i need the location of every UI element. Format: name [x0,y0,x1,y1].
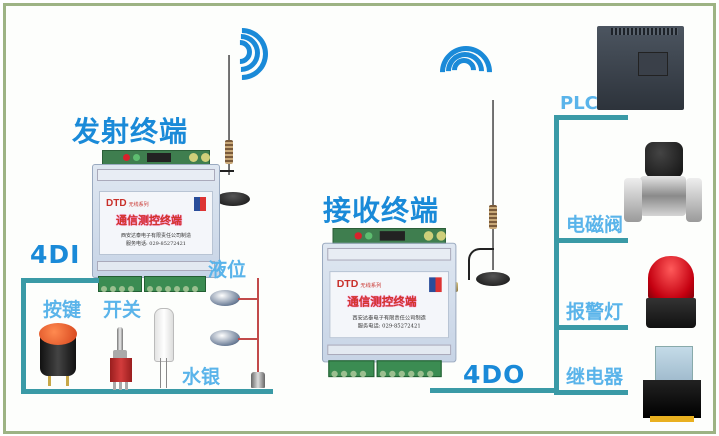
device-company: 西安达泰电子有限责任公司制造 [352,315,426,322]
input-bus-line-top [21,278,99,283]
output-branch-valve [554,238,628,243]
terminal-block-left [98,276,142,292]
transmitter-title: 发射终端 [72,115,189,148]
input-label-level: 液位 [208,259,247,281]
input-label-switch: 开关 [103,299,142,321]
terminal-block-right [376,360,442,378]
device-company: 西安达泰电子有限责任公司制造 [120,233,191,239]
plc-image [597,26,684,110]
output-branch-alarm [554,325,628,330]
device-name: 通信测控终端 [116,214,182,227]
output-label-solenoid-valve: 电磁阀 [566,214,624,236]
output-bus-label: 4DO [463,360,526,389]
output-label-relay: 继电器 [566,366,624,388]
output-label-alarm-light: 报警灯 [566,301,624,323]
output-branch-plc [554,115,628,120]
terminal-block-left [328,360,375,378]
device-name: 通信测控终端 [347,295,417,309]
device-series-suffix: 无线系列 [128,202,149,208]
device-series-suffix: 无线系列 [360,282,382,289]
device-phone: 服务电话: 029-85272421 [126,241,186,247]
input-bus-line-left [21,278,26,394]
company-logo-icon [429,277,442,293]
company-logo-icon [194,197,206,211]
terminal-block-right [144,276,206,292]
device-phone: 服务电话: 029-85272421 [357,323,421,330]
input-label-button: 按键 [43,299,82,321]
receiver-title: 接收终端 [323,194,440,227]
output-branch-relay [554,390,628,395]
input-label-mercury: 水银 [182,366,221,388]
device-series: DTD [336,278,359,290]
output-bus-line-vertical [554,115,559,393]
output-label-plc: PLC [560,93,598,114]
input-bus-label: 4DI [30,240,81,269]
input-bus-line-bottom [21,389,273,394]
device-series: DTD [106,198,127,209]
output-bus-line-bottom [430,388,558,393]
